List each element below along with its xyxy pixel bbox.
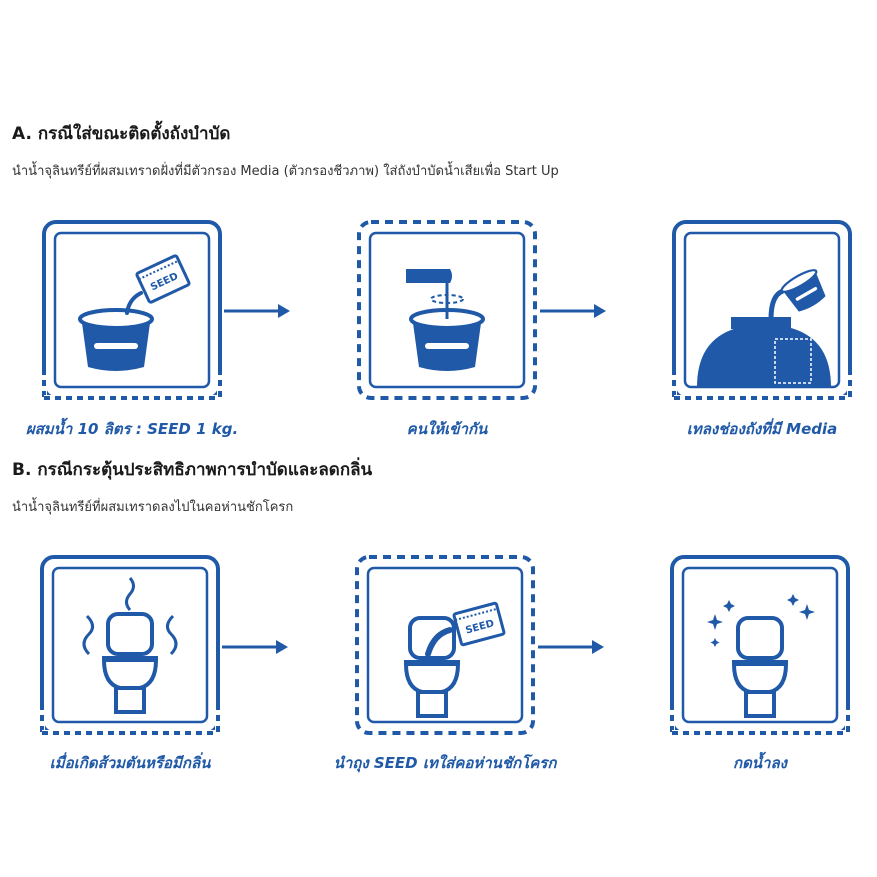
arrow-a1-to-a2: [222, 301, 292, 321]
step-b3-panel: [669, 554, 851, 736]
section-a-description: นำน้ำจุลินทรีย์ที่ผสมเทราดฝั่งที่มีตัวกร…: [12, 164, 559, 179]
stir-bucket-icon: [357, 220, 537, 400]
arrow-right-icon: [536, 638, 606, 656]
step-b1-caption: เมื่อเกิดส้วมตันหรือมีกลิ่น: [49, 754, 211, 772]
pour-into-tank-icon: [671, 219, 853, 401]
step-b2-caption: นำถุง SEED เทใส่คอห่านชักโครก: [333, 754, 557, 772]
pour-seed-into-bucket-icon: SEED: [41, 219, 223, 401]
arrow-b1-to-b2: [220, 637, 290, 657]
step-a2-caption: คนให้เข้ากัน: [406, 420, 488, 438]
step-a1-caption: ผสมน้ำ 10 ลิตร : SEED 1 kg.: [25, 420, 239, 438]
step-a2-panel: [356, 219, 538, 401]
arrow-b2-to-b3: [536, 637, 606, 657]
section-b-description: นำน้ำจุลินทรีย์ที่ผสมเทราดลงไปในคอห่านชั…: [12, 500, 294, 515]
step-b2-panel: SEED: [354, 554, 536, 736]
section-a-heading: A. กรณีใส่ขณะติดตั้งถังบำบัด: [12, 124, 231, 144]
clean-toilet-icon: [669, 554, 851, 736]
arrow-right-icon: [220, 638, 290, 656]
step-a3-panel: [671, 219, 853, 401]
step-a3-caption: เทลงช่องถังที่มี Media: [686, 420, 838, 438]
arrow-right-icon: [538, 302, 608, 320]
arrow-right-icon: [222, 302, 292, 320]
step-a1-panel: SEED: [41, 219, 223, 401]
smelly-toilet-icon: [39, 554, 221, 736]
section-b-heading: B. กรณีกระตุ้นประสิทธิภาพการบำบัดและลดกล…: [12, 460, 373, 480]
arrow-a2-to-a3: [538, 301, 608, 321]
step-b3-caption: กดน้ำลง: [732, 754, 788, 772]
step-b1-panel: [39, 554, 221, 736]
pour-seed-into-toilet-icon: SEED: [355, 555, 535, 735]
